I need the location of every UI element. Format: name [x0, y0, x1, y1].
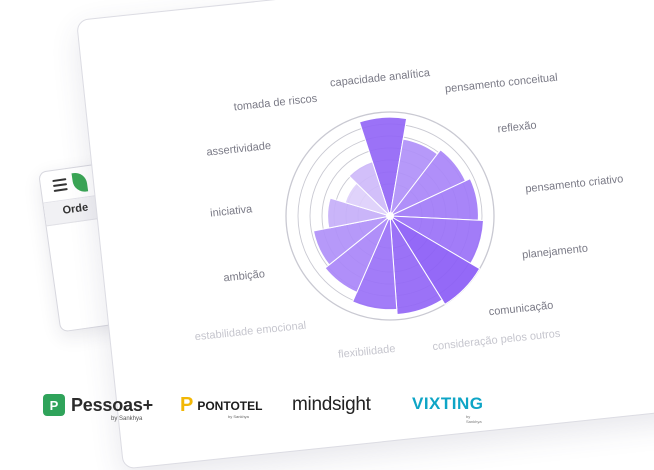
- chart-category-label: comunicação: [488, 300, 554, 319]
- pontotel-name: PONTOTEL: [197, 398, 263, 413]
- chart-wedge[interactable]: [389, 215, 481, 305]
- chart-category-label: flexibilidade: [338, 343, 396, 361]
- polar-chart: capacidade analítica pensamento conceitua…: [194, 67, 624, 361]
- chart-wedge[interactable]: [351, 215, 398, 311]
- pessoas-sub: by Sankhya: [111, 416, 143, 422]
- chart-category-label: assertividade: [206, 140, 272, 159]
- chart-wedge[interactable]: [348, 160, 391, 217]
- chart-wedge[interactable]: [324, 215, 391, 293]
- pessoas-logo[interactable]: P Pessoas+ by Sankhya: [43, 394, 153, 422]
- chart-category-label: reflexão: [497, 119, 537, 135]
- chart-ring: [285, 111, 495, 321]
- pessoas-name: Pessoas+: [71, 394, 153, 415]
- pontotel-logo[interactable]: P PONTOTEL by Sankhya: [180, 394, 263, 419]
- chart-category-label: planejamento: [522, 243, 589, 262]
- chart-wedges: [312, 116, 485, 316]
- mindsight-logo[interactable]: mindsight: [292, 394, 371, 416]
- chart-category-label: pensamento conceitual: [444, 72, 558, 96]
- chart-category-label: estabilidade emocional: [194, 320, 307, 344]
- partner-logos: P Pessoas+ by Sankhya P PONTOTEL by Sank…: [0, 388, 654, 428]
- pessoas-icon: P: [43, 394, 65, 416]
- chart-wedge[interactable]: [389, 215, 443, 316]
- chart-wedge[interactable]: [358, 116, 408, 217]
- chart-category-label: iniciativa: [210, 203, 254, 219]
- vixting-logo[interactable]: VIXTING by Sankhya: [412, 394, 484, 424]
- chart-category-label: ambição: [223, 268, 266, 284]
- chart-wedge[interactable]: [312, 215, 391, 266]
- chart-category-label: tomada de riscos: [233, 93, 318, 114]
- chart-center-dot: [386, 212, 394, 220]
- pontotel-sub: by Sankhya: [228, 414, 249, 419]
- chart-category-label: pensamento criativo: [525, 173, 624, 195]
- chart-category-label: consideração pelos outros: [432, 328, 561, 353]
- chart-category-label: capacidade analítica: [329, 67, 431, 90]
- pontotel-icon: P: [180, 394, 194, 416]
- mindsight-name: mindsight: [292, 394, 371, 415]
- vixting-sub: by Sankhya: [466, 414, 482, 424]
- vixting-name: VIXTING: [412, 394, 484, 413]
- chart-wedge[interactable]: [327, 197, 391, 229]
